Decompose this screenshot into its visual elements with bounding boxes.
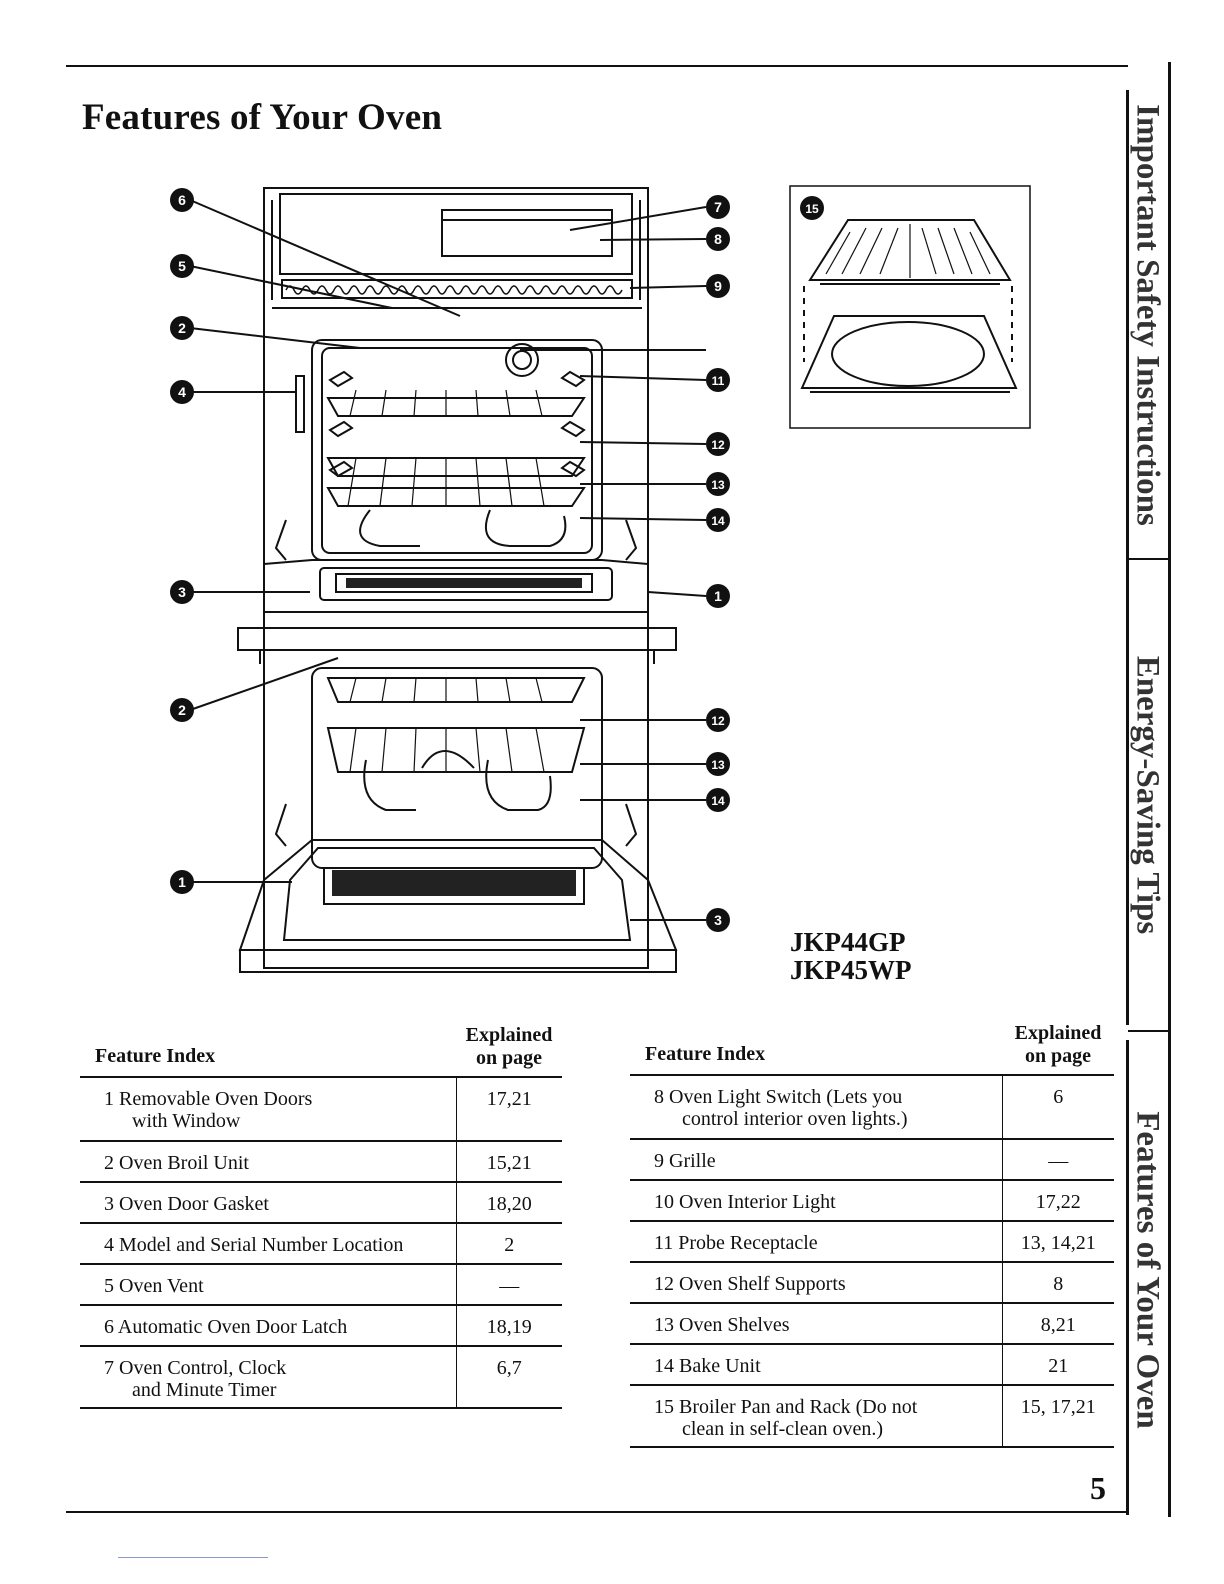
callout-number: 14	[711, 514, 725, 528]
callout-number: 8	[714, 231, 722, 247]
model-number: JKP45WP	[790, 955, 912, 985]
callout-badge: 12	[706, 432, 730, 456]
callout-badge: 1	[170, 870, 194, 894]
side-tab-features[interactable]: Features of Your Oven	[1126, 1030, 1168, 1515]
table-row: 3 Oven Door Gasket 18,20	[80, 1182, 562, 1224]
callout-number: 11	[712, 374, 725, 388]
callout-badge: 3	[170, 580, 194, 604]
table-row: 4 Model and Serial Number Location 2	[80, 1223, 562, 1265]
header-explained-on-page: Explained on page	[1002, 1010, 1114, 1076]
callout-number: 3	[714, 912, 722, 928]
model-number: JKP44GP	[790, 927, 906, 957]
broiler-pan-diagram: 15	[789, 185, 1031, 429]
tab-divider	[1128, 558, 1168, 560]
bottom-rule	[66, 1511, 1128, 1513]
model-numbers: JKP44GP JKP45WP	[790, 928, 912, 984]
callout-badge: 7	[706, 195, 730, 219]
callout-badge: 2	[170, 316, 194, 340]
callout-badge: 14	[706, 788, 730, 812]
callout-number: 12	[711, 714, 725, 728]
header-feature-index: Feature Index	[80, 1012, 456, 1078]
callout-badge: 15	[800, 196, 824, 220]
callout-number: 13	[711, 478, 725, 492]
right-edge-rule	[1168, 62, 1171, 1517]
top-rule	[66, 65, 1128, 67]
callout-number: 3	[178, 584, 186, 600]
callout-number: 15	[805, 202, 819, 216]
table-row: 14 Bake Unit 21	[630, 1344, 1114, 1386]
feature-index-table-left: Feature Index Explained on page 1 Remova…	[80, 1012, 562, 1409]
table-header: Feature Index Explained on page	[80, 1012, 562, 1078]
table-row: 11 Probe Receptacle 13, 14,21	[630, 1221, 1114, 1263]
callout-badge: 11	[706, 368, 730, 392]
side-tab-label: Features of Your Oven	[1129, 1111, 1166, 1429]
callout-badge: 6	[170, 188, 194, 212]
callout-number: 14	[711, 794, 725, 808]
callout-number: 12	[711, 438, 725, 452]
callout-number: 1	[178, 874, 186, 890]
table-row: 12 Oven Shelf Supports 8	[630, 1262, 1114, 1304]
oven-diagram: 6 5 2 4 3 2 1 7 8 9 11 12 13 14 1 12 13 …	[170, 187, 730, 973]
page-title: Features of Your Oven	[82, 97, 443, 138]
table-row: 13 Oven Shelves 8,21	[630, 1303, 1114, 1345]
callout-number: 1	[714, 588, 722, 604]
header-explained-on-page: Explained on page	[456, 1012, 562, 1078]
table-header: Feature Index Explained on page	[630, 1010, 1114, 1076]
callout-number: 13	[711, 758, 725, 772]
header-feature-index: Feature Index	[630, 1010, 1002, 1076]
table-row: 6 Automatic Oven Door Latch 18,19	[80, 1305, 562, 1347]
table-row: 9 Grille —	[630, 1139, 1114, 1181]
footer-line	[118, 1557, 268, 1558]
callout-number: 2	[178, 702, 186, 718]
callout-badge: 2	[170, 698, 194, 722]
callout-number: 6	[178, 192, 186, 208]
callout-badge: 4	[170, 380, 194, 404]
callout-badge: 5	[170, 254, 194, 278]
callout-badge: 3	[706, 908, 730, 932]
table-row: 5 Oven Vent —	[80, 1264, 562, 1306]
callout-badge: 14	[706, 508, 730, 532]
tab-divider	[1128, 1030, 1168, 1032]
callout-number: 2	[178, 320, 186, 336]
table-row: 10 Oven Interior Light 17,22	[630, 1180, 1114, 1222]
callout-badge: 13	[706, 472, 730, 496]
page-number: 5	[1090, 1470, 1106, 1506]
callout-badge: 13	[706, 752, 730, 776]
side-tab-label: Important Safety Instructions	[1129, 104, 1166, 526]
callout-number: 5	[178, 258, 186, 274]
callout-badge: 8	[706, 227, 730, 251]
side-tab-safety[interactable]: Important Safety Instructions	[1126, 70, 1168, 560]
side-tab-label: Energy-Saving Tips	[1129, 655, 1166, 935]
side-tab-energy[interactable]: Energy-Saving Tips	[1126, 560, 1168, 1030]
callout-number: 7	[714, 199, 722, 215]
table-row: 2 Oven Broil Unit 15,21	[80, 1141, 562, 1183]
callout-number: 4	[178, 384, 186, 400]
callout-badge: 1	[706, 584, 730, 608]
callout-badge: 9	[706, 274, 730, 298]
callout-badge: 12	[706, 708, 730, 732]
feature-index-table-right: Feature Index Explained on page 8 Oven L…	[630, 1010, 1114, 1448]
callout-number: 9	[714, 278, 722, 294]
